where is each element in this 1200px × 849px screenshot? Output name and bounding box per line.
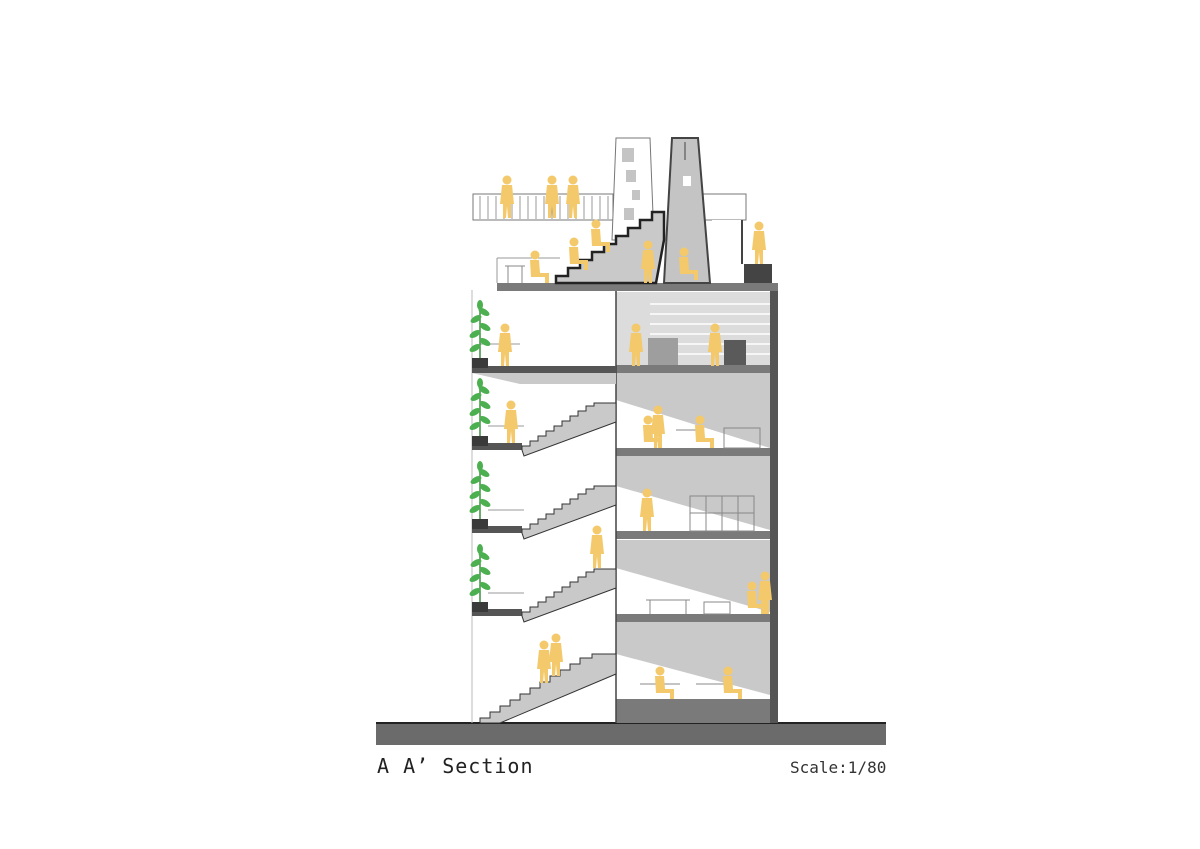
chimney-tower [662, 137, 712, 284]
roof-deck [472, 137, 778, 291]
drawing-scale: Scale:1/80 [790, 758, 887, 777]
drawing-title: A A’ Section [377, 754, 534, 778]
right-block [615, 283, 778, 723]
stair-block [467, 290, 617, 724]
ground-slab [376, 723, 886, 745]
